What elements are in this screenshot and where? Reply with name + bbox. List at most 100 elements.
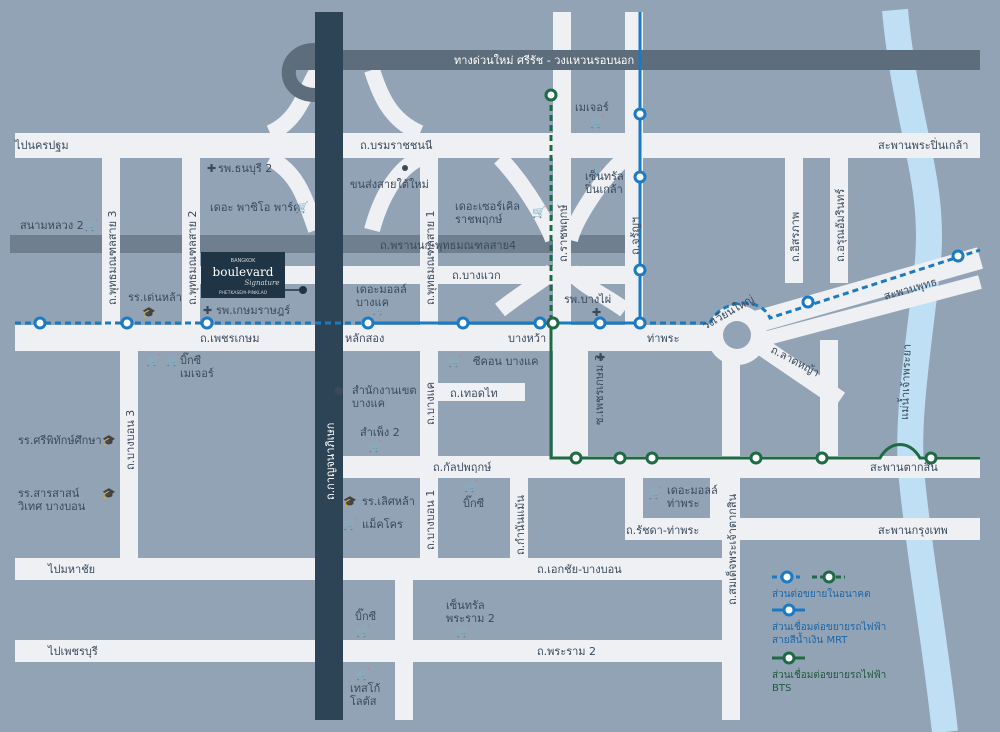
cross-icon: ✚	[207, 162, 216, 175]
cart-icon: 🛒	[372, 303, 386, 316]
place-major: เมเจอร์	[575, 101, 609, 114]
cart-icon: 🛒	[464, 480, 478, 493]
cart-icon: 🛒	[146, 354, 160, 367]
road-phut-2	[758, 275, 982, 347]
cart-icon: 🛒	[356, 625, 370, 638]
place-sarasas: รร.สารสาสน์วิเทศ บางบอน	[17, 487, 86, 513]
label-expressway: ทางด่วนใหม่ ศรีรัช - วงแหวนรอบนอก	[454, 54, 634, 67]
label-lak-song: หลักสอง	[345, 332, 384, 345]
place-the-circle: เดอะเซอร์เคิลราชพฤกษ์	[455, 200, 520, 226]
label-phran-nok: ถ.พรานนก-พุทธมณฑลสาย4	[380, 239, 516, 252]
interchange-rp	[494, 151, 631, 317]
label-kamnan-maen: ถ.กำนันแม้น	[514, 495, 527, 555]
place-bigc2: บิ๊กซี	[463, 495, 485, 510]
cross-icon: ✚	[203, 304, 212, 317]
place-kasemrad: รพ.เกษมราษฎร์	[216, 304, 290, 317]
bts-green-line	[549, 323, 980, 460]
expressway-band	[295, 50, 980, 70]
road-network	[15, 12, 980, 720]
label-bang-khae: ถ.บางแค	[424, 382, 437, 425]
cart-icon: 🛒	[448, 355, 462, 368]
label-bang-bon3: ถ.บางบอน 3	[124, 410, 137, 470]
places: รพ.ธนบุรี 2 ✚ ขนส่งสายใต้ใหม่ เดอะ พาซิโ…	[18, 101, 662, 681]
label-bang-waek: ถ.บางแวก	[452, 269, 501, 282]
place-sanam-luang2: สนามหลวง 2	[20, 219, 84, 232]
cross-icon: ✚	[596, 351, 605, 364]
label-ekkachai: ถ.เอกชัย-บางบอน	[537, 563, 622, 576]
label-phutthamonthon1: ถ.พุทธมณฑลสาย 1	[424, 210, 437, 305]
label-river: แม่น้ำเจ้าพระยา	[896, 344, 914, 421]
label-phutthamonthon2: ถ.พุทธมณฑลสาย 2	[186, 210, 199, 305]
school-icon: 🎓	[102, 434, 116, 447]
logo-main: boulevard	[213, 265, 274, 279]
label-krung-thep-bridge: สะพานกรุงเทพ	[878, 524, 948, 537]
wongwian-yai-inner	[723, 321, 751, 349]
cart-icon: 🛒	[295, 201, 309, 214]
cart-icon: 🛒	[590, 166, 604, 179]
logo-bottom: PHETKASEM-PINKLAO	[219, 290, 268, 296]
legend-mrt: ส่วนเชื่อมต่อขยายรถไฟฟ้าสายสีน้ำเงิน MRT	[772, 619, 886, 646]
label-kanlapaphruek: ถ.กัลปพฤกษ์	[433, 461, 492, 474]
place-bigc-major: บิ๊กซีเมเจอร์	[180, 352, 214, 380]
place-thonburi2: รพ.ธนบุรี 2	[218, 162, 272, 175]
school-icon: 🎓	[343, 495, 357, 508]
label-somdet: ถ.สมเด็จพระเจ้าตากสิน	[725, 493, 739, 605]
place-district-office: สำนักงานเขตบางแค	[352, 384, 417, 410]
label-thoet-thai: ถ.เทอดไท	[450, 387, 498, 400]
place-bang-phai: รพ.บางไผ่	[564, 293, 611, 306]
mrt-future-east	[640, 248, 981, 325]
place-sripatum: รร.ศรีพิทักษ์ศึกษา	[18, 434, 102, 447]
place-loet-la: รร.เลิศหล้า	[362, 495, 415, 508]
place-bigc3: บิ๊กซี	[355, 608, 377, 623]
label-to-phetchaburi: ไปเพชรบุรี	[47, 645, 98, 658]
place-makro: แม็คโคร	[362, 517, 403, 531]
road-phut	[741, 247, 984, 336]
label-to-mahachai: ไปมหาชัย	[47, 563, 95, 576]
cart-icon: 🛒	[84, 219, 98, 232]
place-the-mall-bangkhae: เดอะมอลล์บางแค	[356, 283, 407, 309]
cross-icon: ✚	[592, 306, 601, 319]
place-patio-park: เดอะ พาซิโอ พาร์ค	[210, 200, 301, 214]
label-bang-phai-sub: ซ.เพชรเกษม 3	[593, 354, 606, 425]
place-lotus: เทสโก้โลตัส	[350, 681, 380, 708]
label-taksin-bridge: สะพานตากสิน	[870, 461, 938, 474]
label-bang-wa: บางหว้า	[508, 332, 546, 345]
place-dan-la: รร.เด่นหล้า	[128, 291, 182, 304]
label-phutthamonthon3: ถ.พุทธมณฑลสาย 3	[106, 210, 119, 305]
cart-icon: 🛒	[356, 668, 370, 681]
label-pin-klao-bridge: สะพานพระปิ่นเกล้า	[878, 137, 968, 152]
cart-icon: 🛒	[648, 487, 662, 500]
label-arun-amarin: ถ.อรุณอัมรินทร์	[834, 189, 847, 262]
project-logo: BANGKOK boulevard Signature PHETKASEM-PI…	[201, 252, 307, 298]
location-pin-icon	[299, 286, 307, 294]
mrt-stations	[33, 107, 965, 330]
place-samphaeng2: สำเพ็ง 2	[360, 425, 400, 439]
label-ratchaphruek: ถ.ราชพฤกษ์	[557, 204, 570, 262]
label-rama2: ถ.พระราม 2	[537, 645, 596, 658]
label-phetkasem: ถ.เพชรเกษม	[200, 332, 259, 345]
kanchanaphisek-band	[315, 12, 343, 720]
school-icon: 🎓	[142, 306, 156, 319]
expressway-loop	[281, 43, 330, 102]
label-isaraphap: ถ.อิสรภาพ	[789, 212, 802, 262]
place-southern-bus: ขนส่งสายใต้ใหม่	[350, 178, 429, 191]
place-central-rama2: เซ็นทรัลพระราม 2	[446, 598, 495, 625]
place-seacon: ซีคอน บางแค	[473, 355, 538, 368]
cart-icon: 🛒	[368, 440, 382, 453]
place-the-mall-thapra: เดอะมอลล์ท่าพระ	[667, 484, 718, 510]
label-borommaratchachonnani: ถ.บรมราชชนนี	[360, 139, 433, 152]
road-lat-ya	[746, 332, 846, 408]
logo-script: Signature	[244, 279, 279, 287]
legend: ส่วนต่อขยายในอนาคต ส่วนเชื่อมต่อขยายรถไฟ…	[772, 570, 886, 694]
school-icon: 🎓	[102, 487, 116, 500]
place-central-pinklao: เซ็นทรัลปิ่นเกล้า	[584, 169, 624, 196]
dot-icon: ●	[334, 384, 344, 397]
label-tha-phra: ท่าพระ	[647, 332, 680, 345]
logo-top: BANGKOK	[231, 258, 256, 264]
cart-icon: 🛒	[590, 116, 604, 129]
dot-icon	[402, 165, 408, 171]
legend-future: ส่วนต่อขยายในอนาคต	[772, 588, 871, 600]
label-kanchanaphisek: ถ.กาญจนาภิเษก	[324, 423, 337, 500]
